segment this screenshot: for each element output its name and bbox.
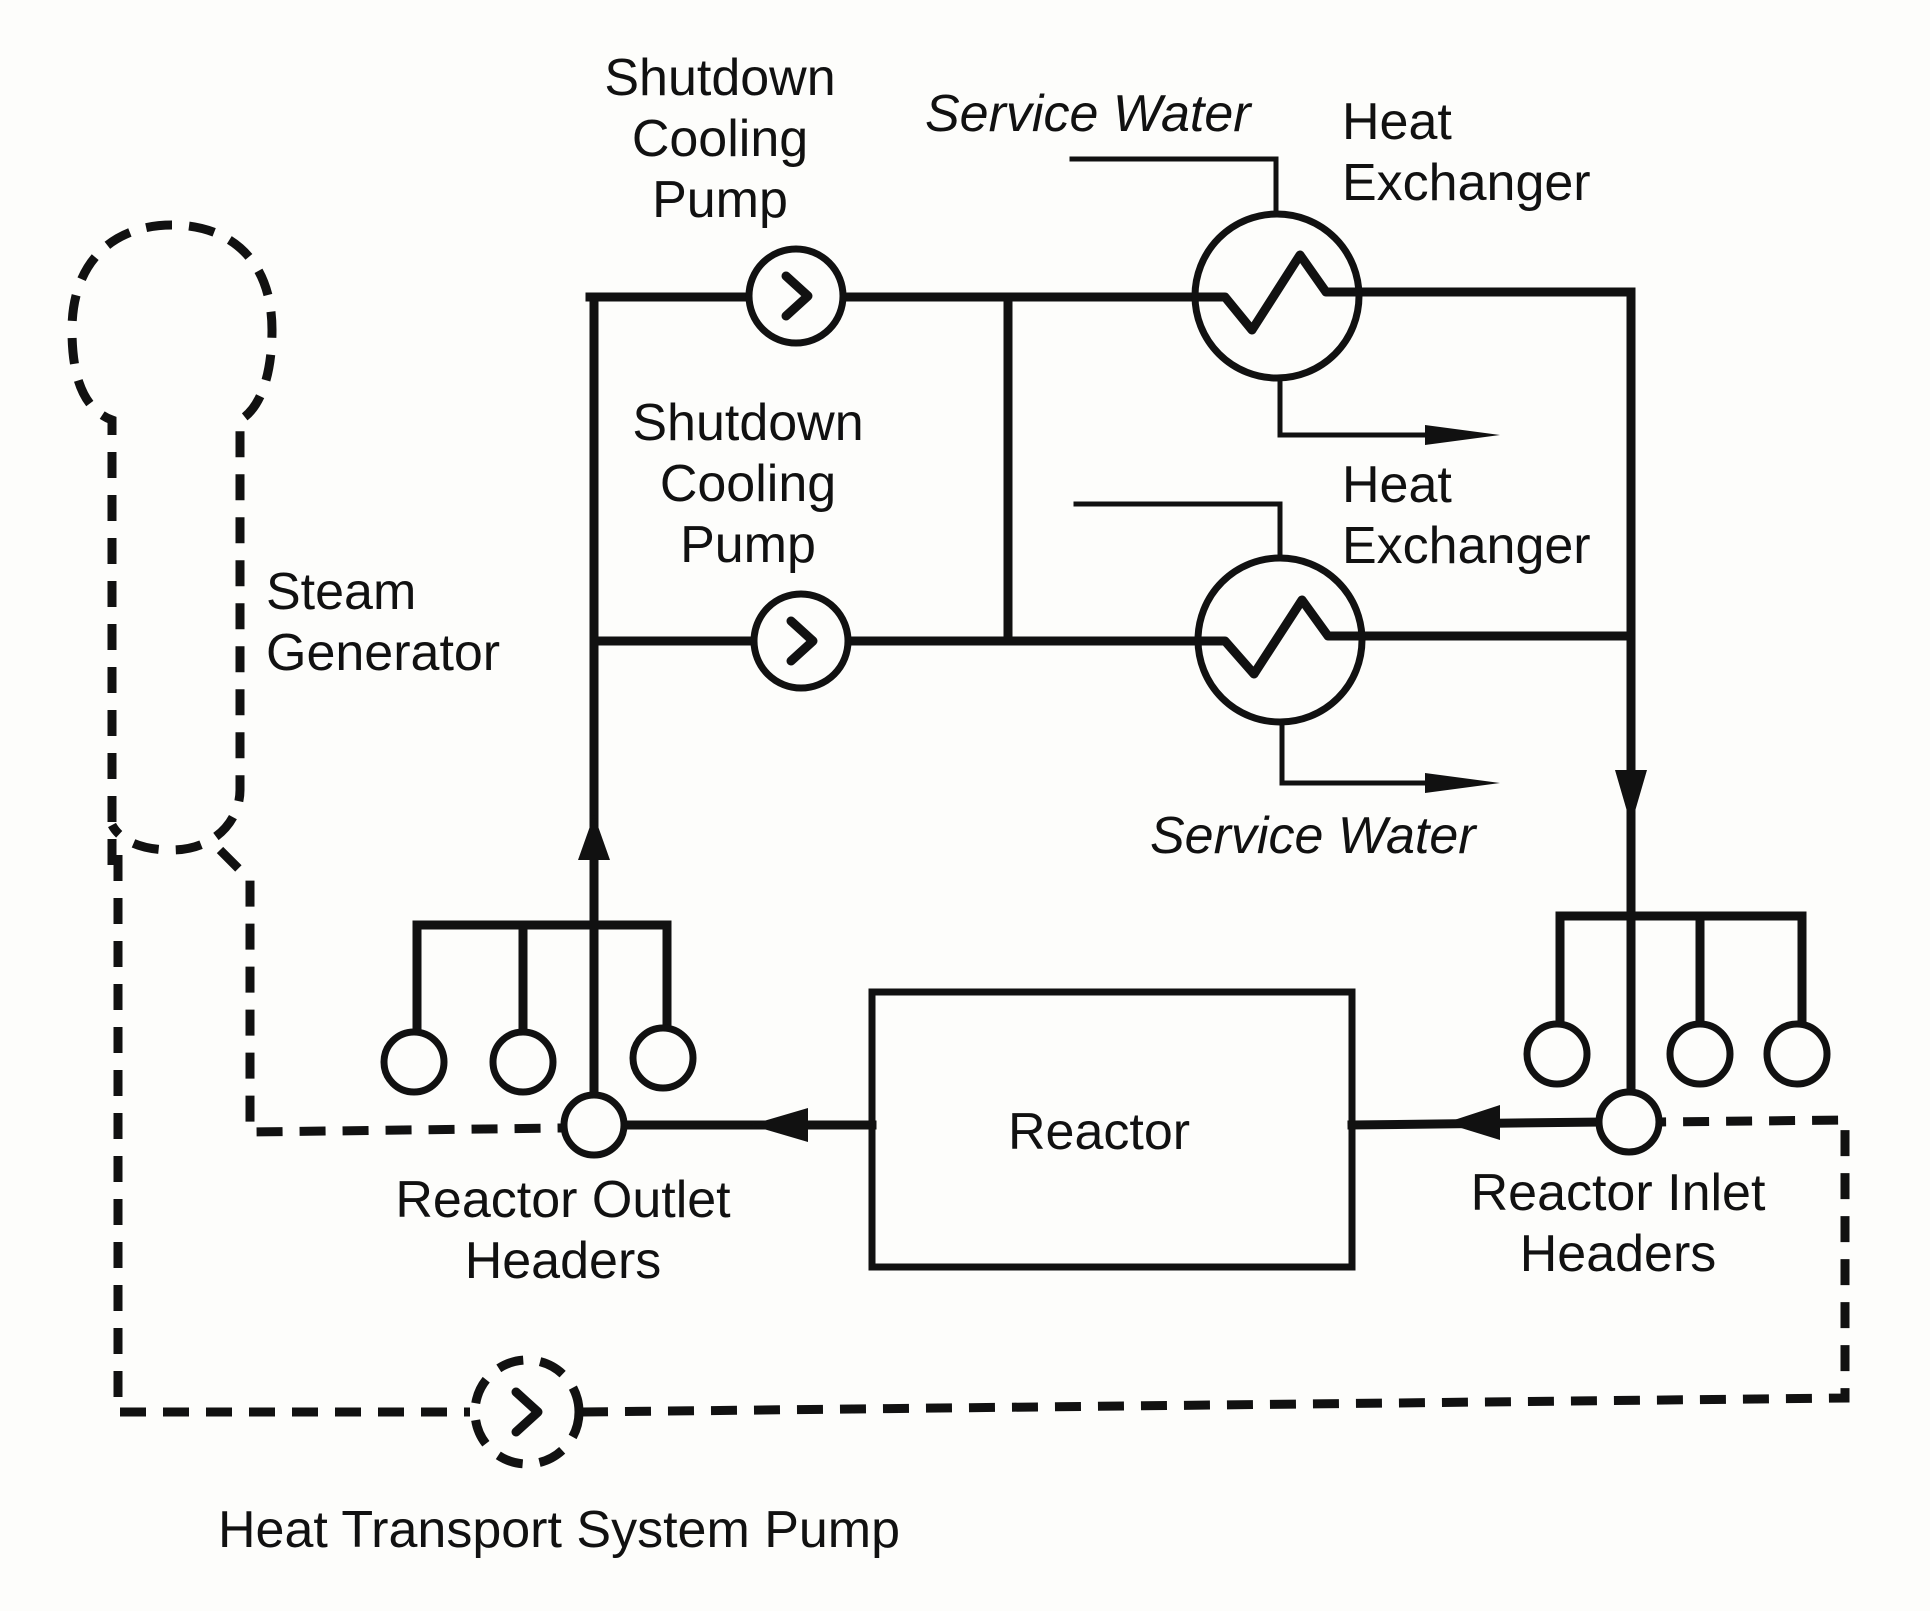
label-shutdown-pump-top: Shutdown Cooling Pump xyxy=(604,48,835,231)
header-icon xyxy=(1763,1020,1831,1088)
steam-generator-outline xyxy=(67,220,277,865)
label-line: Steam xyxy=(266,563,417,621)
hts-loop-return xyxy=(113,855,470,1417)
service-water-out-top xyxy=(1277,375,1428,438)
label-reactor-inlet-headers: Reactor Inlet Headers xyxy=(1471,1163,1766,1285)
label-line: Exchanger xyxy=(1342,517,1591,575)
pump-icon xyxy=(470,1355,584,1469)
header-icon xyxy=(380,1028,448,1096)
flow-arrow-icon xyxy=(1425,773,1500,793)
label-steam-generator: Steam Generator xyxy=(266,562,500,684)
label-heat-exchanger-top: Heat Exchanger xyxy=(1342,92,1591,214)
flow-arrow-icon xyxy=(578,815,610,860)
hts-pump-chevron xyxy=(511,1387,543,1437)
heat-exchanger-coil xyxy=(1197,250,1357,335)
inlet-manifold xyxy=(1555,911,1807,1035)
pump-chevron xyxy=(786,616,818,666)
pump-icon xyxy=(745,245,847,347)
pump-chevron xyxy=(781,271,813,321)
label-line: Generator xyxy=(266,624,501,682)
label-line: Headers xyxy=(1519,1225,1717,1283)
label-line: Heat xyxy=(1342,456,1452,514)
header-icon xyxy=(629,1024,697,1092)
service-water-in-top xyxy=(1069,156,1279,217)
label-reactor-outlet-headers: Reactor Outlet Headers xyxy=(395,1170,730,1292)
label-line: Cooling xyxy=(659,455,837,513)
flow-arrow-icon xyxy=(1445,1105,1500,1140)
label-line: Pump xyxy=(680,516,816,574)
label-line: Headers xyxy=(464,1232,662,1290)
service-water-out-bottom xyxy=(1279,720,1428,786)
service-water-in-bottom xyxy=(1073,501,1283,563)
label-line: Cooling xyxy=(631,110,809,168)
header-icon xyxy=(1666,1020,1734,1088)
label-reactor: Reactor xyxy=(1008,1103,1191,1161)
header-icon xyxy=(489,1028,557,1096)
flow-arrow-icon xyxy=(1615,770,1647,825)
label-line: Exchanger xyxy=(1342,154,1591,212)
hts-loop-outlet xyxy=(216,846,563,1137)
pump-icon xyxy=(750,590,852,692)
label-service-water-top: Service Water xyxy=(925,85,1251,143)
label-service-water-bottom: Service Water xyxy=(1150,807,1476,865)
label-heat-exchanger-mid: Heat Exchanger xyxy=(1342,455,1591,577)
flow-arrow-icon xyxy=(1425,425,1500,445)
label-line: Shutdown xyxy=(632,394,864,452)
reactor-box xyxy=(868,988,1356,1271)
label-shutdown-pump-mid: Shutdown Cooling Pump xyxy=(632,393,863,576)
header-icon xyxy=(560,1091,628,1159)
header-icon xyxy=(1595,1088,1663,1156)
heat-exchanger-coil xyxy=(1197,595,1362,679)
label-line: Reactor Outlet xyxy=(395,1171,731,1229)
label-line: Pump xyxy=(652,171,788,229)
label-line: Heat xyxy=(1342,93,1452,151)
flow-arrow-icon xyxy=(750,1108,808,1142)
label-hts-pump: Heat Transport System Pump xyxy=(218,1501,901,1559)
label-line: Reactor Inlet xyxy=(1470,1164,1766,1222)
outlet-manifold xyxy=(412,920,672,1040)
header-icon xyxy=(1523,1020,1591,1088)
label-line: Shutdown xyxy=(604,49,836,107)
